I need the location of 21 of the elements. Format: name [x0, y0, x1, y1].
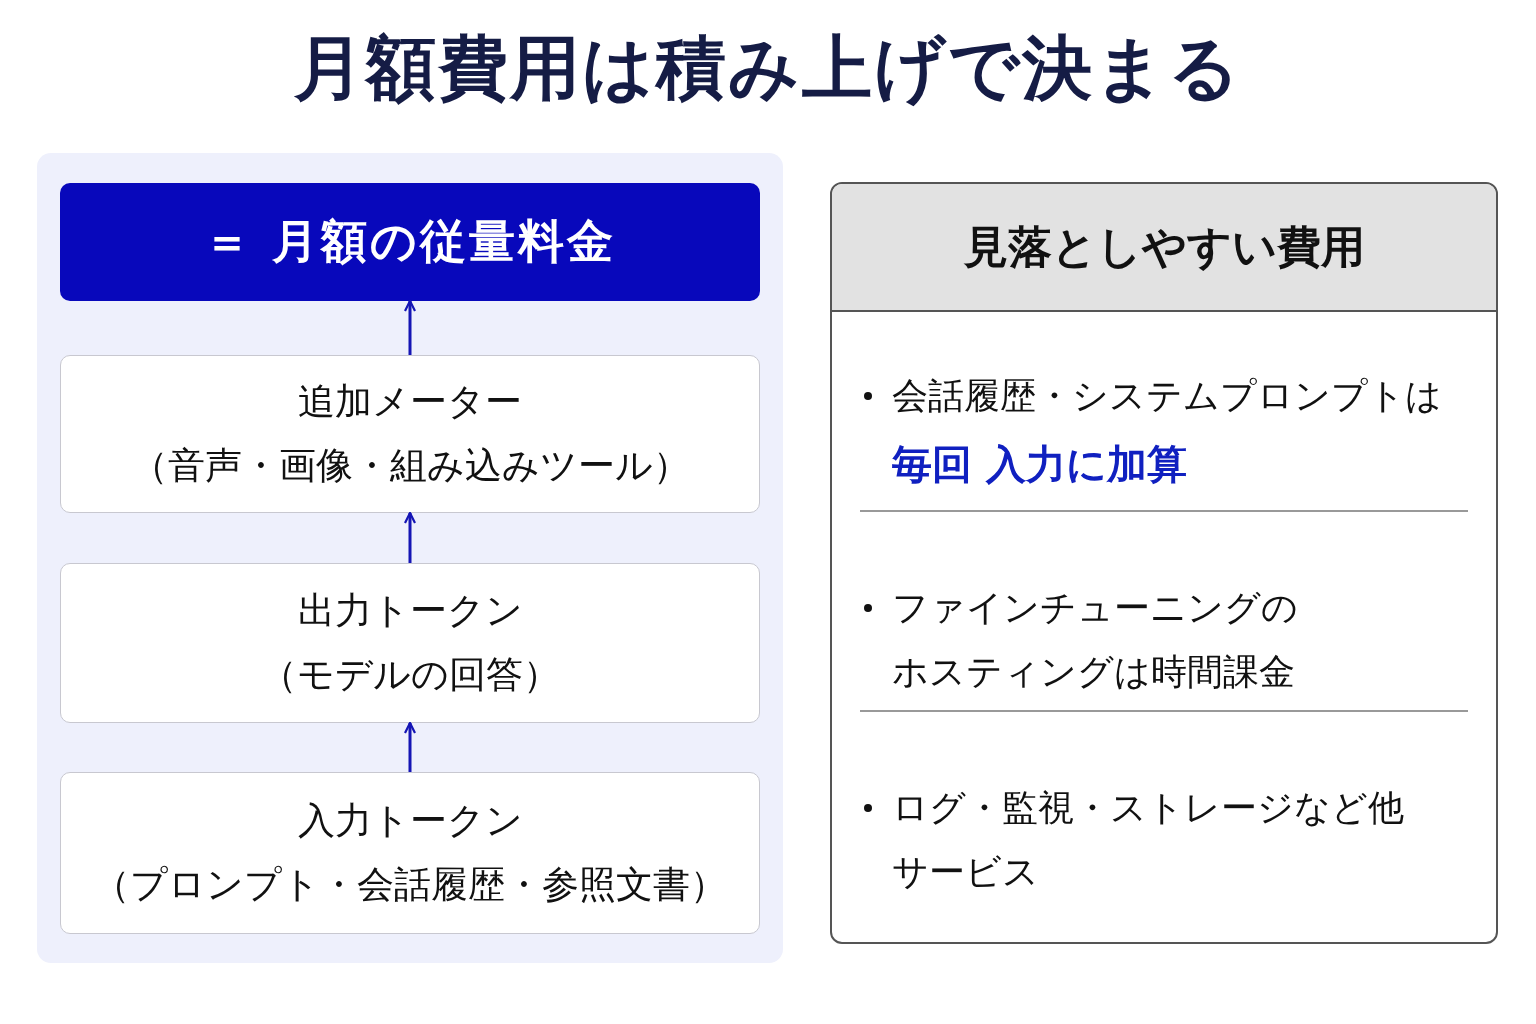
bullet-text: 会話履歴・システムプロンプトは毎回 入力に加算 — [892, 374, 1443, 489]
title: 月額費用は積み上げで決まる — [293, 26, 1243, 111]
box-title: 出力トークン — [297, 588, 523, 634]
arrow — [403, 299, 417, 355]
bullet-text: ファインチューニングのホスティングは時間課金 — [892, 586, 1299, 694]
box-subtitle: （モデルの回答） — [260, 652, 560, 698]
box-subtitle: （音声・画像・組み込みツール） — [130, 443, 690, 489]
cost-box — [60, 355, 760, 513]
box-title: 入力トークン — [297, 798, 523, 844]
cost-box — [60, 563, 760, 723]
box-subtitle: （プロンプト・会話履歴・参照文書） — [93, 862, 727, 908]
total-box — [60, 183, 760, 301]
card-header: 見落としやすい費用 — [832, 184, 1496, 312]
cost-box — [60, 772, 760, 934]
arrow — [403, 721, 417, 772]
panel-background — [37, 153, 783, 963]
box-title: 追加メーター — [298, 379, 522, 425]
bullet-text: ログ・監視・ストレージなど他サービス — [892, 786, 1405, 894]
box-title: ＝ 月額の従量料金 — [204, 213, 616, 270]
note-card — [830, 182, 1498, 944]
arrow — [403, 511, 417, 563]
